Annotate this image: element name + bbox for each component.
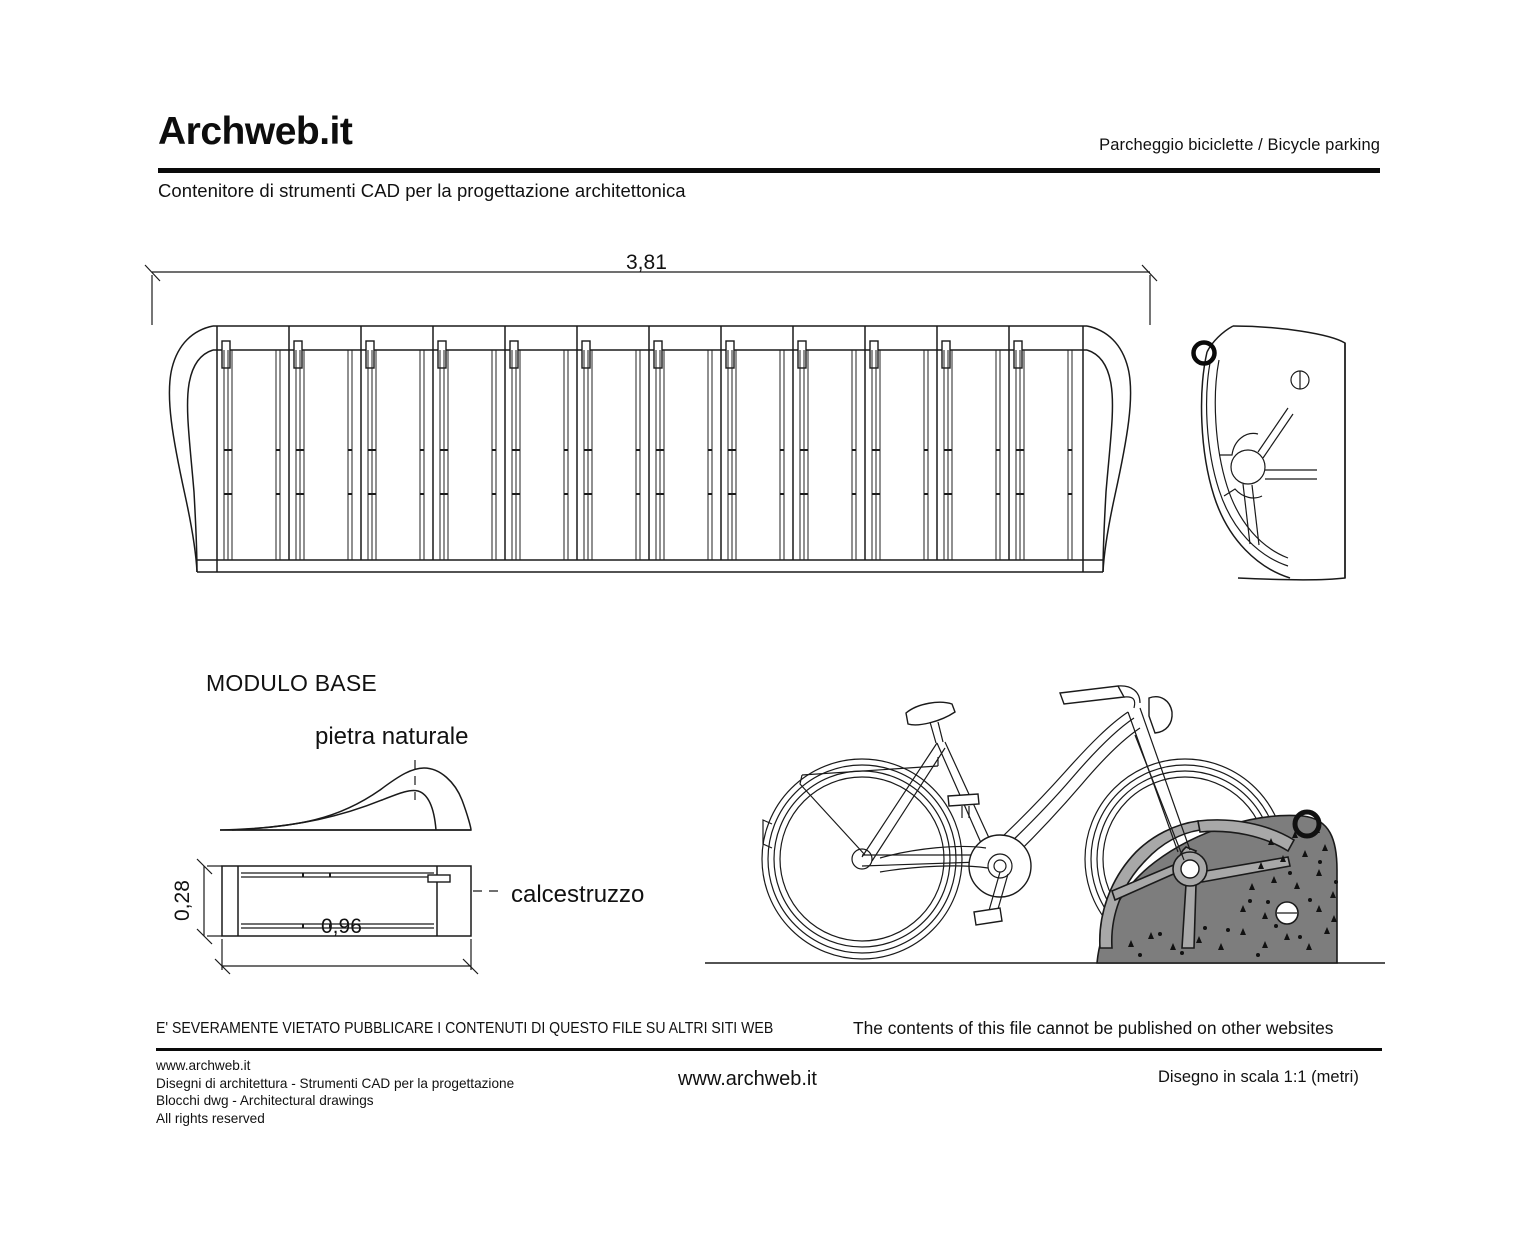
footer-website-url: www.archweb.it xyxy=(678,1068,817,1090)
stone-bolt-icon xyxy=(1275,901,1299,925)
footer-credit-line: All rights reserved xyxy=(156,1110,265,1126)
stone-texture xyxy=(1128,826,1338,957)
dimension-label-module-width: 0,96 xyxy=(321,915,362,938)
footer-credit-line: Blocchi dwg - Architectural drawings xyxy=(156,1093,374,1109)
section-title-modulo-base: MODULO BASE xyxy=(206,670,377,696)
footer-credit-line: Disegni di architettura - Strumenti CAD … xyxy=(156,1075,515,1091)
stone-lock-ring-icon xyxy=(1292,809,1322,839)
rack-module xyxy=(1008,326,1073,560)
detail-view-wheel-slot xyxy=(1191,325,1346,581)
stone-parking-module xyxy=(1096,809,1338,964)
footer-scale-note: Disegno in scala 1:1 (metri) xyxy=(1158,1068,1359,1086)
rack-module-group xyxy=(216,326,1073,560)
footer-divider xyxy=(156,1048,1382,1051)
dimension-label-module-height: 0,28 xyxy=(171,880,194,921)
header-divider xyxy=(158,168,1380,173)
rack-module xyxy=(504,326,569,560)
module-profile-elevation xyxy=(219,760,472,831)
lock-ring-icon xyxy=(1191,340,1217,366)
rack-module xyxy=(216,326,281,560)
dimension-module-width xyxy=(214,939,479,975)
rack-module xyxy=(936,326,1001,560)
rack-module xyxy=(648,326,713,560)
rack-module xyxy=(432,326,497,560)
rack-module xyxy=(576,326,641,560)
material-label-calcestruzzo: calcestruzzo xyxy=(511,881,645,908)
rack-module xyxy=(360,326,425,560)
rack-module xyxy=(864,326,929,560)
plan-view-bike-rack xyxy=(168,325,1132,573)
footer-credit-line: www.archweb.it xyxy=(156,1058,251,1073)
footer-notice-english: The contents of this file cannot be publ… xyxy=(853,1018,1334,1038)
bicycle-elevation-view xyxy=(705,685,1385,964)
material-label-pietra-naturale: pietra naturale xyxy=(315,723,469,750)
header-subtitle: Contenitore di strumenti CAD per la prog… xyxy=(158,180,686,201)
dimension-module-height xyxy=(196,858,222,945)
rear-wheel xyxy=(761,758,963,960)
sheet-title: Parcheggio biciclette / Bicycle parking xyxy=(1099,136,1380,154)
brand-logo: Archweb.it xyxy=(158,110,353,153)
dimension-label-overall-length: 3,81 xyxy=(626,251,667,274)
bolt-icon xyxy=(1290,370,1310,390)
bicycle-frame xyxy=(799,685,1191,926)
front-wheel xyxy=(1084,758,1286,960)
rack-module xyxy=(720,326,785,560)
rack-module xyxy=(792,326,857,560)
footer-notice-italian: E' SEVERAMENTE VIETATO PUBBLICARE I CONT… xyxy=(156,1020,774,1037)
rack-module xyxy=(288,326,353,560)
footer-credits: www.archweb.it Disegni di architettura -… xyxy=(156,1057,514,1127)
